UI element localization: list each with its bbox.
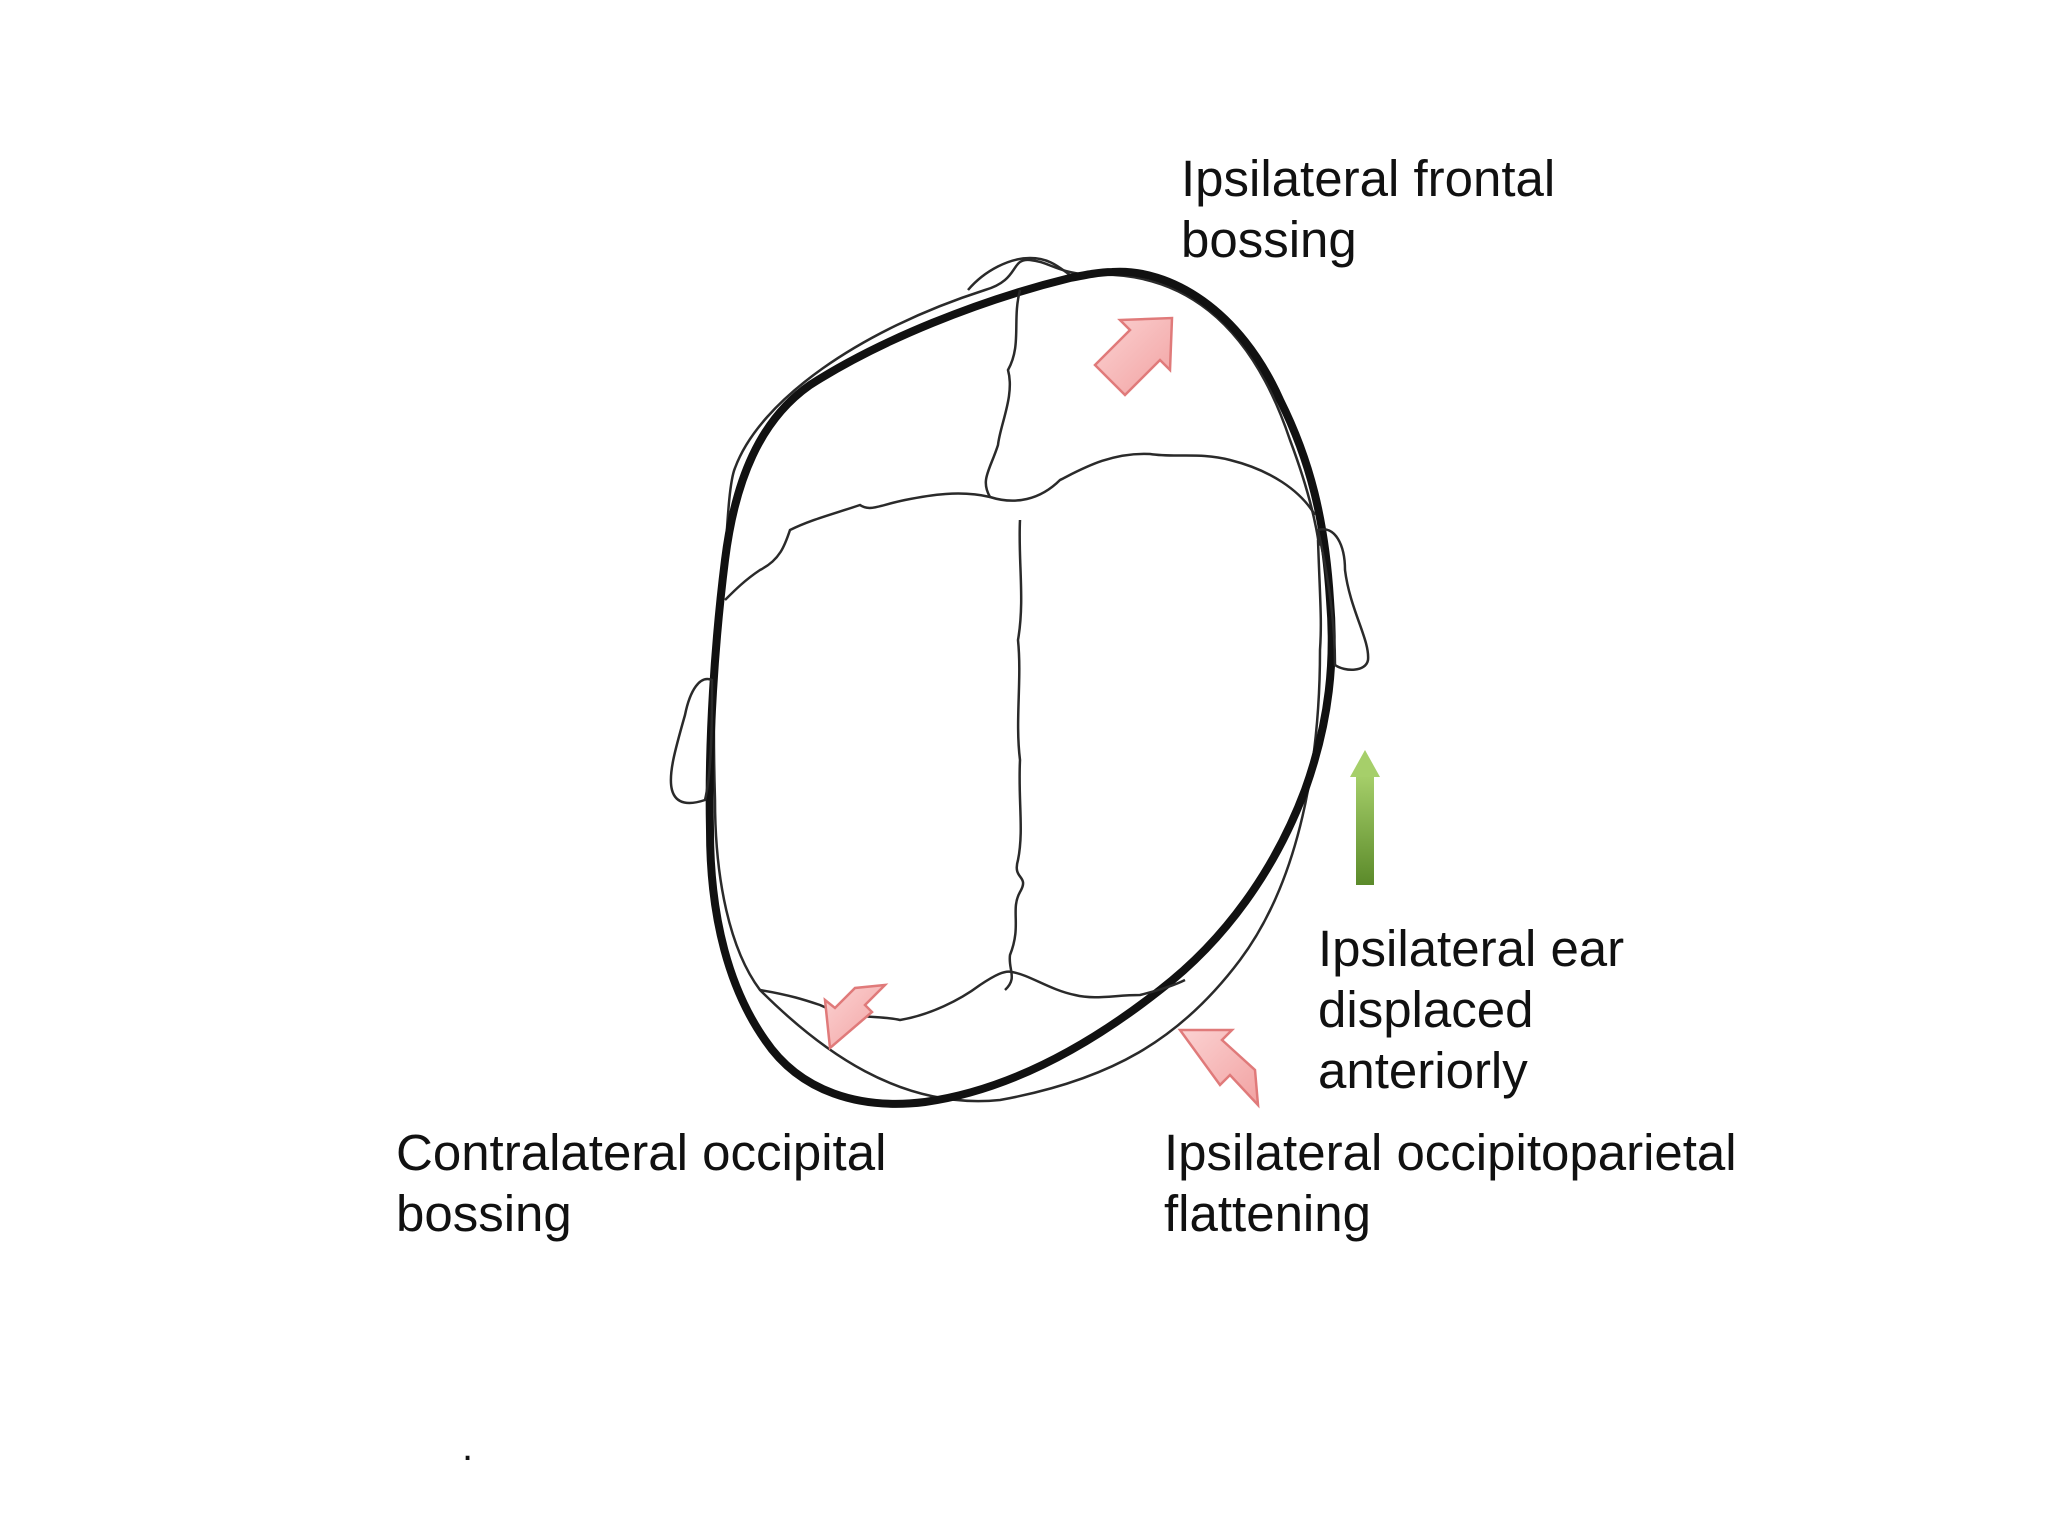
label-contralateral-occipital-bossing: Contralateral occipital bossing bbox=[396, 1122, 886, 1244]
label-ipsilateral-occipitoparietal-flattening: Ipsilateral occipitoparietal flattening bbox=[1164, 1122, 1737, 1244]
skull-front-notch bbox=[967, 256, 1071, 291]
label-line: Contralateral occipital bbox=[396, 1124, 887, 1181]
occipitoparietal-flattening-arrow-icon bbox=[1177, 1028, 1260, 1109]
skull-deformed-outline bbox=[705, 267, 1336, 1108]
metopic-suture bbox=[984, 289, 1317, 516]
label-line: Ipsilateral frontal bbox=[1181, 150, 1556, 207]
label-line: anteriorly bbox=[1318, 1042, 1528, 1099]
left-ear bbox=[669, 677, 714, 805]
frontal-bossing-arrow-icon bbox=[1093, 316, 1174, 397]
lambdoid-suture bbox=[759, 970, 1186, 1022]
label-line: Ipsilateral occipitoparietal bbox=[1164, 1124, 1737, 1181]
label-line: flattening bbox=[1164, 1185, 1371, 1242]
label-line: displaced bbox=[1318, 981, 1534, 1038]
label-ipsilateral-ear-displaced: Ipsilateral ear displaced anteriorly bbox=[1318, 918, 1624, 1101]
label-line: bossing bbox=[396, 1185, 572, 1242]
label-line: bossing bbox=[1181, 211, 1357, 268]
occipital-contralateral-arrow-icon bbox=[823, 983, 889, 1051]
label-line: Ipsilateral ear bbox=[1318, 920, 1625, 977]
ear-displacement-arrow-icon bbox=[1350, 750, 1380, 885]
right-ear bbox=[1316, 527, 1370, 671]
footnote-dot: . bbox=[462, 1425, 474, 1469]
coronal-suture-left bbox=[724, 492, 991, 601]
sagittal-suture bbox=[1004, 519, 1025, 991]
label-ipsilateral-frontal-bossing: Ipsilateral frontal bossing bbox=[1181, 148, 1555, 270]
